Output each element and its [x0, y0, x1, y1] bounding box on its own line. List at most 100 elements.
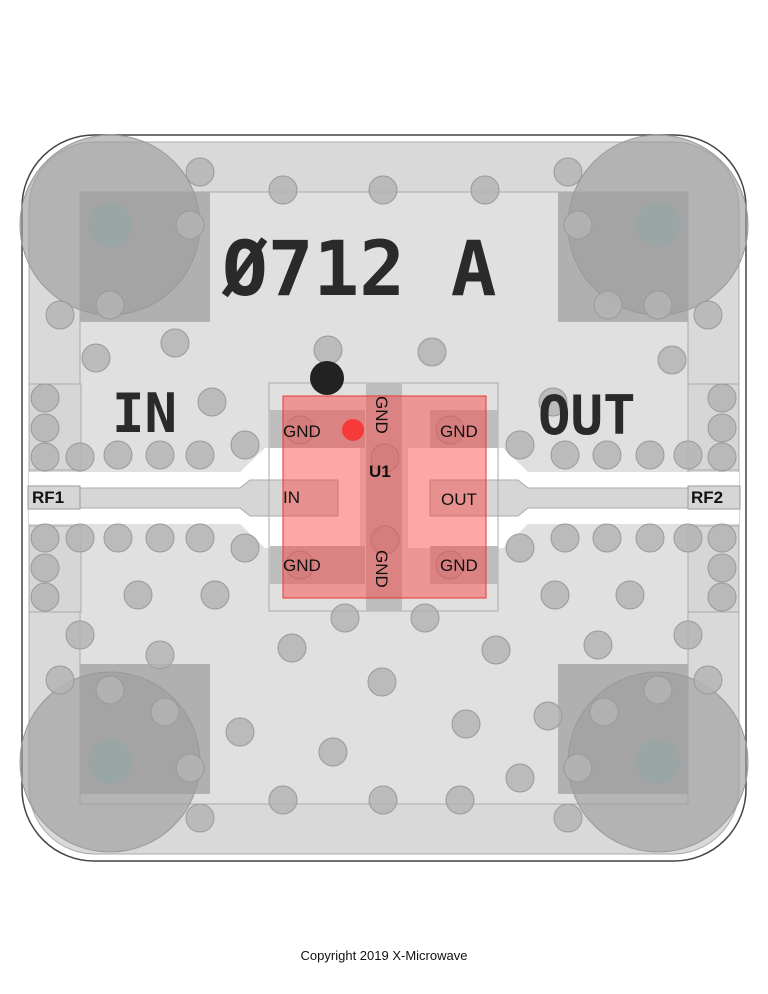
via	[368, 785, 398, 815]
via	[435, 550, 465, 580]
pin-gnd-top-right: GND	[440, 422, 478, 441]
via	[103, 523, 133, 553]
via	[563, 753, 593, 783]
mounting-screw	[636, 740, 680, 784]
via	[230, 533, 260, 563]
via	[285, 550, 315, 580]
via	[45, 300, 75, 330]
via	[160, 328, 190, 358]
via	[30, 582, 60, 612]
pin-gnd-top-left: GND	[283, 422, 321, 441]
via	[185, 523, 215, 553]
via	[470, 175, 500, 205]
via	[200, 580, 230, 610]
vias	[30, 157, 737, 833]
via	[268, 785, 298, 815]
via	[175, 210, 205, 240]
pin-in: IN	[283, 488, 300, 507]
via	[707, 413, 737, 443]
pin-gnd-bottom-left: GND	[283, 556, 321, 575]
input-label: IN	[112, 382, 177, 445]
via	[367, 667, 397, 697]
via	[505, 430, 535, 460]
via	[635, 523, 665, 553]
designator-u1: U1	[369, 462, 391, 481]
rf2-trace	[429, 479, 740, 517]
via	[445, 785, 475, 815]
via	[45, 665, 75, 695]
via	[185, 157, 215, 187]
component-u1-overlay	[282, 395, 487, 599]
via	[230, 430, 260, 460]
via	[435, 415, 465, 445]
via	[615, 580, 645, 610]
via	[95, 290, 125, 320]
via	[592, 523, 622, 553]
via	[707, 442, 737, 472]
via	[145, 440, 175, 470]
via	[30, 413, 60, 443]
via	[593, 290, 623, 320]
via	[30, 553, 60, 583]
via	[370, 443, 400, 473]
part-marking: Ø712 A	[221, 224, 497, 313]
via	[481, 635, 511, 665]
via	[65, 442, 95, 472]
via	[540, 580, 570, 610]
via	[707, 553, 737, 583]
via	[30, 523, 60, 553]
via	[368, 175, 398, 205]
via	[123, 580, 153, 610]
orientation-dot	[310, 361, 344, 395]
via	[81, 343, 111, 373]
via	[145, 640, 175, 670]
pin-out: OUT	[441, 490, 477, 509]
copyright-text: Copyright 2019 X-Microwave	[300, 948, 468, 963]
via	[95, 675, 125, 705]
via	[318, 737, 348, 767]
via	[635, 440, 665, 470]
via	[185, 803, 215, 833]
pin-gnd-bottom-center: GND	[372, 550, 391, 588]
via	[553, 157, 583, 187]
via	[707, 383, 737, 413]
via	[505, 763, 535, 793]
via	[693, 300, 723, 330]
via	[65, 620, 95, 650]
rf1-trace	[28, 479, 339, 517]
pin1-marker	[342, 419, 364, 441]
via	[673, 523, 703, 553]
rf1-port-label: RF1	[32, 488, 64, 507]
pin-gnd-bottom-right: GND	[440, 556, 478, 575]
center-ground-pad	[366, 383, 402, 611]
via	[175, 753, 205, 783]
via	[643, 290, 673, 320]
via	[370, 525, 400, 555]
via	[225, 717, 255, 747]
pin-gnd-top-center: GND	[372, 396, 391, 434]
via	[150, 697, 180, 727]
rf2-port-box	[687, 485, 741, 510]
via	[65, 523, 95, 553]
via	[592, 440, 622, 470]
via	[707, 582, 737, 612]
via	[417, 337, 447, 367]
via	[451, 709, 481, 739]
via	[30, 383, 60, 413]
via	[657, 345, 687, 375]
mounting-screw	[88, 203, 132, 247]
via	[330, 603, 360, 633]
via	[707, 523, 737, 553]
rf2-port-label: RF2	[691, 488, 723, 507]
via	[563, 210, 593, 240]
via	[197, 387, 227, 417]
output-label: OUT	[538, 384, 636, 447]
via	[550, 523, 580, 553]
via	[533, 701, 563, 731]
via	[583, 630, 613, 660]
rf1-port-box	[27, 485, 81, 510]
via	[538, 387, 568, 417]
via	[673, 620, 703, 650]
via	[30, 442, 60, 472]
